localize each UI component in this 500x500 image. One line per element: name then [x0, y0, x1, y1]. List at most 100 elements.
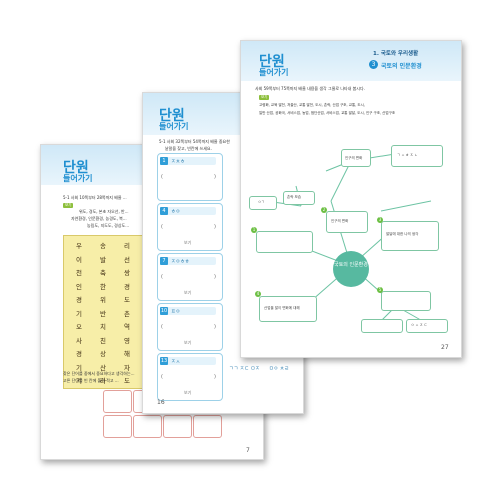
node-text: 산업을 많이 변화에 대해: [264, 306, 300, 310]
grid-cell[interactable]: 촌: [124, 309, 130, 318]
mindmap-node[interactable]: ㄱ ㅅ ㅎ ㅈ ㄴ: [391, 145, 443, 167]
node-text: 촌락 모습: [287, 195, 301, 199]
grid-cell[interactable]: 위: [100, 296, 106, 304]
grid-cell[interactable]: 상: [100, 350, 106, 358]
paren-open: (: [161, 274, 163, 280]
answer-tile[interactable]: [103, 390, 132, 413]
node-number-badge: 4: [255, 291, 261, 297]
answer-tile[interactable]: [193, 415, 222, 438]
card-header: 4 ㅎㅇ: [160, 207, 216, 215]
mindmap-node[interactable]: 산업을 많이 변화에 대해: [259, 296, 317, 322]
vocab-card[interactable]: 4 ㅎㅇ ( ) 보기: [157, 203, 223, 251]
answer-tile[interactable]: [133, 415, 162, 438]
card-number: 7: [160, 257, 168, 265]
grid-cell[interactable]: 역: [124, 323, 130, 331]
card-header: 1 ㅈㅊㅎ: [160, 157, 216, 165]
grid-cell[interactable]: 리: [124, 242, 130, 250]
node-number-badge: 3: [377, 217, 383, 223]
mindmap-node[interactable]: [381, 291, 431, 311]
paren-close: ): [214, 224, 216, 230]
grid-cell[interactable]: 친: [100, 336, 106, 345]
grid-cell[interactable]: 기: [76, 363, 82, 372]
vocab-card[interactable]: 13 ㅈㅅ ( ) 보기: [157, 353, 223, 401]
card-answer: 보기: [184, 290, 192, 295]
grid-cell[interactable]: 천: [76, 269, 82, 277]
mindmap-node[interactable]: ㅇ ㅅ ㅈ ㄷ: [406, 319, 448, 333]
page-title: 단원: [259, 54, 285, 70]
card-header: 10 ㅍㅇ: [160, 307, 216, 315]
connector-line: [380, 200, 432, 212]
card-answer: 보기: [184, 340, 192, 345]
grid-cell[interactable]: 사: [76, 336, 82, 345]
mindmap-node[interactable]: 촌락 모습: [283, 191, 315, 205]
card-answer: 보기: [184, 390, 192, 395]
node-text: ㄱ ㅅ ㅎ ㅈ ㄴ: [397, 153, 418, 157]
word-bank-line: 위도, 경도, 본초 자오선, 반...: [79, 209, 129, 214]
page-subtitle: 들어가기: [259, 68, 289, 77]
mindmap-center: 국토의 인문환경: [333, 251, 369, 287]
lesson-title: 국토의 인문환경: [381, 63, 422, 70]
grid-cell[interactable]: 도: [124, 377, 130, 385]
vocab-card[interactable]: 7 ㅈㅇㅎㅎ ( ) 보기: [157, 253, 223, 301]
grid-cell[interactable]: 이: [76, 255, 82, 264]
node-text: 인구의 변화: [331, 219, 349, 223]
lesson-number-badge: 3: [369, 60, 378, 69]
grid-cell[interactable]: 축: [100, 269, 106, 277]
mindmap-node[interactable]: 발달에 대한 나의 생각: [381, 221, 439, 251]
mindmap-node[interactable]: 인구의 변화: [341, 149, 371, 167]
paren-close: ): [214, 274, 216, 280]
grid-cell[interactable]: 오: [76, 323, 82, 331]
node-text: 발달에 대한 나의 생각: [386, 232, 419, 236]
card-number: 4: [160, 207, 168, 215]
card-consonants: ㅎㅇ: [171, 209, 181, 215]
node-number-badge: 1: [251, 227, 257, 233]
page-header-band: [241, 41, 461, 81]
card-answer: 보기: [184, 240, 192, 245]
instruction-text: 사회 59쪽부터 75쪽까지 배울 내용을 생각 그물로 나타내 봅시다.: [255, 86, 365, 91]
grid-cell[interactable]: 해: [124, 350, 130, 358]
vocab-card[interactable]: 10 ㅍㅇ ( ) 보기: [157, 303, 223, 351]
word-bank-line: 농림도, 지도도, 경상도...: [87, 223, 130, 228]
grid-cell[interactable]: 선: [124, 255, 130, 264]
grid-cell[interactable]: 기: [76, 309, 82, 318]
grid-cell[interactable]: 경: [124, 282, 130, 291]
grid-cell[interactable]: 우: [76, 242, 82, 250]
page-title: 단원: [159, 108, 185, 124]
mindmap-node[interactable]: [256, 231, 313, 253]
keyword-line: 일반 산업, 공화국, 서비스업, 농업, 첨단산업, 서비스업, 교통 발달,…: [259, 111, 396, 115]
card-consonants-right: ㅁㅇ ㅊㄹ: [269, 366, 289, 372]
grid-cell[interactable]: 기: [76, 377, 82, 385]
word-bank-tag: 보기: [259, 95, 270, 100]
mindmap-node[interactable]: 인구의 변화: [326, 211, 368, 233]
mindmap-node[interactable]: ㅇㄱ: [249, 196, 277, 210]
grid-cell[interactable]: 발: [100, 255, 106, 264]
keyword-line: 고령화, 교육 발전, 저출산, 교통 발전, 도시, 촌락, 산업 구조, 교…: [259, 103, 365, 107]
vocab-card[interactable]: 1 ㅈㅊㅎ ( ): [157, 153, 223, 201]
mindmap-node[interactable]: [361, 319, 403, 333]
page-subtitle: 들어가기: [63, 174, 93, 183]
grid-cell[interactable]: 라: [100, 377, 106, 385]
grid-cell[interactable]: 송: [100, 242, 106, 250]
grid-cell[interactable]: 산: [100, 363, 106, 372]
node-number-badge: 2: [321, 207, 327, 213]
word-bank-line: 자연환경, 인문환경, 농경도, 복...: [71, 216, 127, 221]
paren-open: (: [161, 174, 163, 180]
grid-cell[interactable]: 쌍: [124, 269, 130, 277]
answer-tile[interactable]: [163, 415, 192, 438]
instruction-text: 5-1 사회 32쪽부터 54쪽까지 배울 중요한: [159, 139, 230, 144]
card-number: 1: [160, 157, 168, 165]
grid-cell[interactable]: 치: [100, 323, 106, 331]
grid-cell[interactable]: 인: [76, 282, 82, 291]
grid-cell[interactable]: 경: [76, 296, 82, 304]
grid-cell[interactable]: 반: [100, 309, 106, 318]
grid-cell[interactable]: 한: [100, 282, 106, 291]
grid-cell[interactable]: 도: [124, 296, 130, 304]
connector-line: [330, 160, 352, 202]
answer-tile[interactable]: [103, 415, 132, 438]
workbook-page-3: 단원 들어가기 1. 국토와 우리생활 3 국토의 인문환경 사회 59쪽부터 …: [240, 40, 462, 358]
unit-title: 1. 국토와 우리생활: [373, 51, 419, 57]
instruction-text: 5-1 사회 10쪽부터 28쪽까지 배울 ...: [63, 195, 127, 200]
grid-cell[interactable]: 경: [76, 350, 82, 358]
grid-cell[interactable]: 자: [124, 363, 130, 372]
grid-cell[interactable]: 영: [124, 336, 130, 345]
